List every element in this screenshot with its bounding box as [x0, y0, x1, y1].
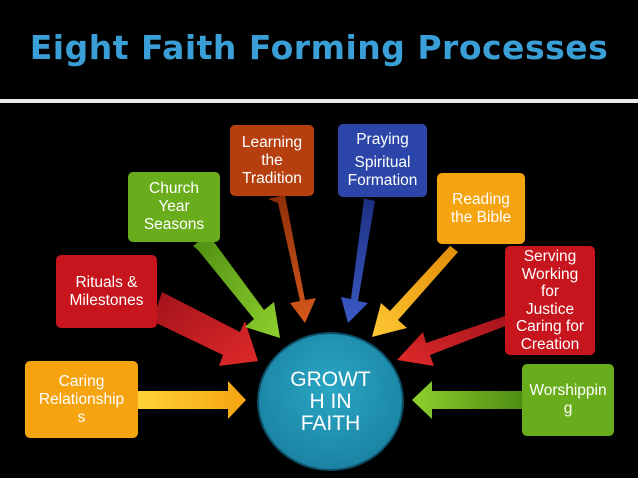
box-praying-line2: Spiritual [354, 154, 411, 171]
arrow-caring [138, 381, 246, 419]
box-caring-line2: Relationship [38, 390, 125, 408]
box-praying-spiritual-formation: Praying Spiritual Formation [338, 124, 427, 197]
box-learning-tradition: Learning the Tradition [230, 125, 314, 196]
title-divider [0, 99, 638, 103]
box-church-line3: Seasons [143, 216, 205, 233]
box-caring-line1: Caring [58, 372, 105, 390]
arrow-serving [397, 310, 508, 366]
box-serving-line5: Caring for [515, 318, 585, 335]
hub-line2: H IN [309, 389, 352, 413]
arrow-church [193, 234, 280, 338]
box-rituals-line1: Rituals & [75, 273, 138, 291]
box-serving-line2: Working [521, 265, 579, 283]
box-worship-line2: g [563, 400, 573, 417]
hub-line3: FAITH [300, 411, 361, 435]
box-serving-line3: for [540, 283, 560, 300]
box-rituals-milestones: Rituals & Milestones [56, 255, 157, 328]
box-rituals-line2: Milestones [69, 291, 144, 309]
box-serving-line1: Serving [523, 248, 577, 265]
hub-growth-in-faith: GROWT H IN FAITH [257, 332, 404, 471]
box-church-line2: Year [158, 198, 190, 215]
arrow-praying [341, 197, 375, 323]
hub-line1: GROWT [290, 367, 371, 391]
box-serving-justice-creation: Serving Working for Justice Caring for C… [505, 246, 595, 355]
slide-title: Eight Faith Forming Processes [29, 28, 609, 67]
box-learning-line1: Learning [241, 133, 303, 151]
arrow-rituals [150, 292, 258, 366]
box-caring-relationships: Caring Relationship s [25, 361, 138, 438]
arrow-worship [412, 381, 522, 419]
box-caring-line3: s [77, 408, 86, 426]
box-praying-line1: Praying [356, 131, 409, 148]
box-learning-line3: Tradition [242, 169, 302, 187]
box-reading-line1: Reading [452, 190, 510, 208]
box-learning-line2: the [261, 151, 283, 169]
box-reading-line2: the Bible [450, 208, 512, 226]
arrow-learning [268, 195, 316, 323]
box-worship-line1: Worshippin [529, 382, 607, 399]
box-church-year-seasons: Church Year Seasons [128, 172, 220, 242]
box-reading-bible: Reading the Bible [437, 173, 525, 244]
arrow-reading [372, 241, 458, 337]
box-praying-line3: Formation [347, 172, 418, 189]
box-church-line1: Church [149, 180, 199, 197]
box-serving-line6: Creation [520, 335, 580, 353]
box-serving-line4: Justice [525, 300, 575, 318]
box-worshipping: Worshippin g [522, 364, 614, 436]
